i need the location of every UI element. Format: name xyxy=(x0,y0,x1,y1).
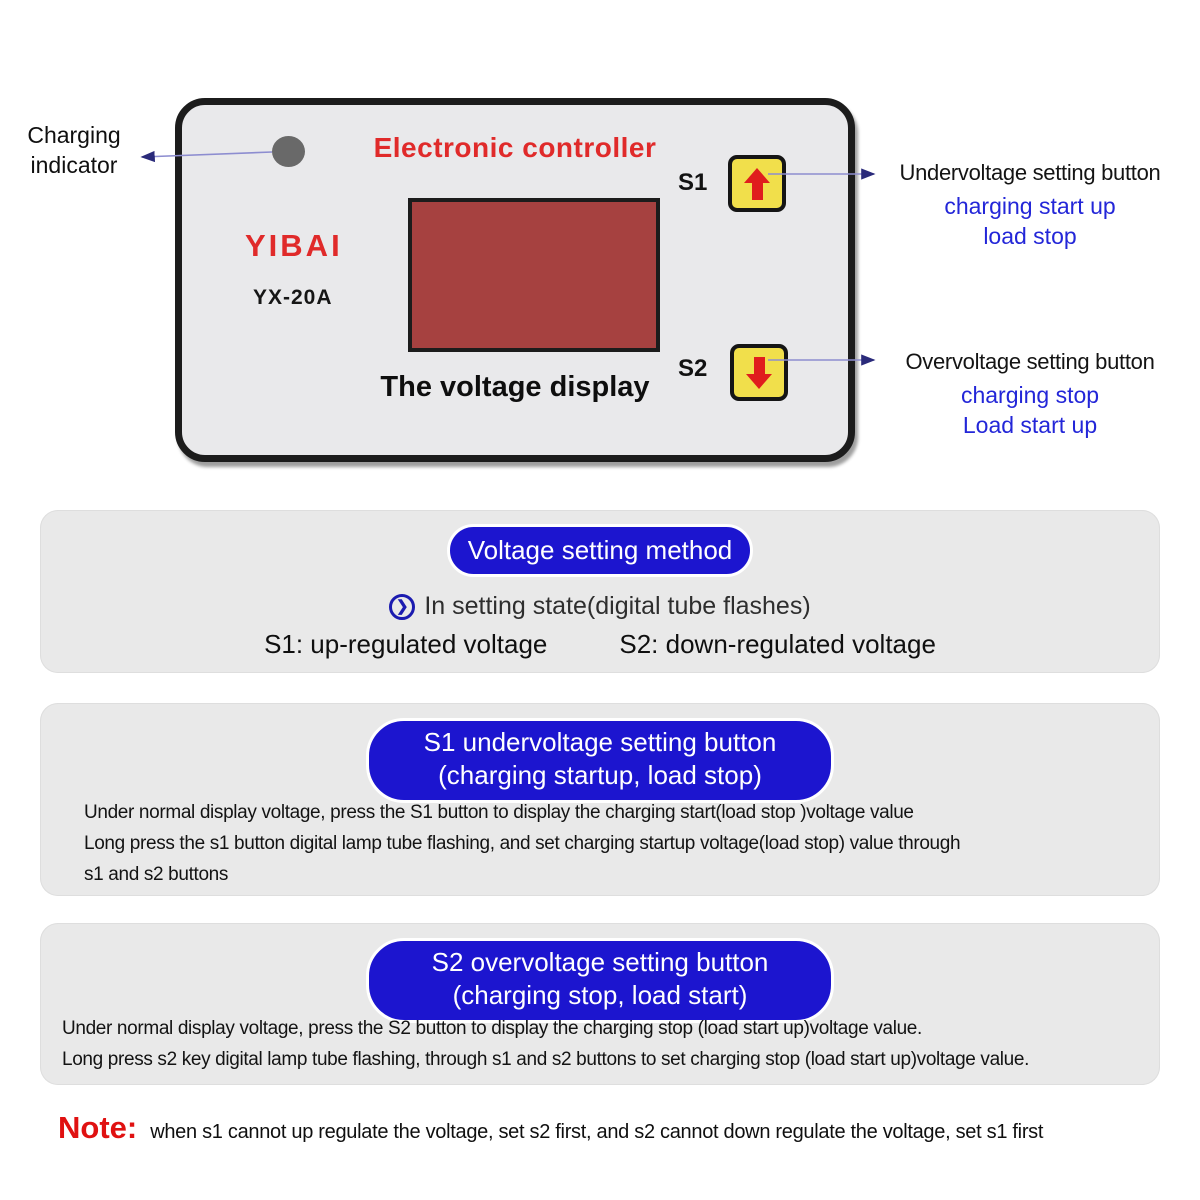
play-circle-icon: ❯ xyxy=(389,593,416,620)
screen-caption: The voltage display xyxy=(380,371,650,403)
charging-indicator-label-line1: Charging xyxy=(27,122,121,148)
note-text: when s1 cannot up regulate the voltage, … xyxy=(150,1121,1044,1143)
s1-annotation-sub2: load stop xyxy=(983,223,1077,249)
voltage-setting-method-pill: Voltage setting method xyxy=(447,524,753,577)
s1-body-line3: s1 and s2 buttons xyxy=(84,864,229,885)
model-number: YX-20A xyxy=(253,286,333,309)
s2-annotation: Overvoltage setting button charging stop… xyxy=(885,349,1175,440)
s2-button-label: S2 xyxy=(678,355,708,382)
up-arrow-icon xyxy=(744,167,770,200)
s1-body-line2: Long press the s1 button digital lamp tu… xyxy=(84,833,961,854)
note-label: Note: xyxy=(58,1110,138,1145)
charging-indicator-label: Charging indicator xyxy=(22,120,126,180)
setting-state-row: ❯ In setting state(digital tube flashes) xyxy=(40,592,1160,621)
s2-section-body: Under normal display voltage, press the … xyxy=(62,1013,1029,1075)
s2-section-pill-line2: (charging stop, load start) xyxy=(452,980,748,1010)
s2-button xyxy=(730,344,788,401)
section-s2-overvoltage: S2 overvoltage setting button (charging … xyxy=(40,923,1160,1085)
s2-body-line2: Long press s2 key digital lamp tube flas… xyxy=(62,1049,1030,1070)
section-s1-undervoltage: S1 undervoltage setting button (charging… xyxy=(40,703,1160,896)
s1-annotation-title: Undervoltage setting button xyxy=(899,160,1161,185)
s1-section-pill-line1: S1 undervoltage setting button xyxy=(423,727,777,757)
s1-button xyxy=(728,155,786,212)
s1-section-pill-line2: (charging startup, load stop) xyxy=(438,760,762,790)
s2-regulation-text: S2: down-regulated voltage xyxy=(619,629,936,659)
charging-indicator-led xyxy=(272,136,305,167)
s1-section-pill: S1 undervoltage setting button (charging… xyxy=(366,718,834,803)
section-voltage-setting-method: Voltage setting method ❯ In setting stat… xyxy=(40,510,1160,673)
s1-section-body: Under normal display voltage, press the … xyxy=(84,797,961,890)
s2-annotation-sub2: Load start up xyxy=(962,412,1098,438)
s2-annotation-title: Overvoltage setting button xyxy=(905,349,1155,374)
regulation-row: S1: up-regulated voltage S2: down-regula… xyxy=(40,629,1160,660)
s1-body-line1: Under normal display voltage, press the … xyxy=(84,802,914,823)
voltage-display-screen xyxy=(408,198,660,352)
s1-button-label: S1 xyxy=(678,169,708,196)
controller-device: Electronic controller YIBAI YX-20A The v… xyxy=(175,98,855,462)
device-title: Electronic controller xyxy=(373,132,657,163)
down-arrow-icon xyxy=(746,356,772,389)
s2-annotation-sub1: charging stop xyxy=(960,382,1100,408)
s1-annotation-sub1: charging start up xyxy=(944,193,1116,219)
charging-indicator-label-line2: indicator xyxy=(30,152,118,178)
note-row: Note: when s1 cannot up regulate the vol… xyxy=(58,1110,1043,1146)
s2-body-line1: Under normal display voltage, press the … xyxy=(62,1018,922,1039)
setting-state-text: In setting state(digital tube flashes) xyxy=(424,592,811,620)
s1-regulation-text: S1: up-regulated voltage xyxy=(264,629,548,659)
s2-section-pill: S2 overvoltage setting button (charging … xyxy=(366,938,834,1023)
brand-name: YIBAI xyxy=(245,228,343,263)
s2-section-pill-line1: S2 overvoltage setting button xyxy=(431,947,769,977)
s1-annotation: Undervoltage setting button charging sta… xyxy=(885,160,1175,251)
